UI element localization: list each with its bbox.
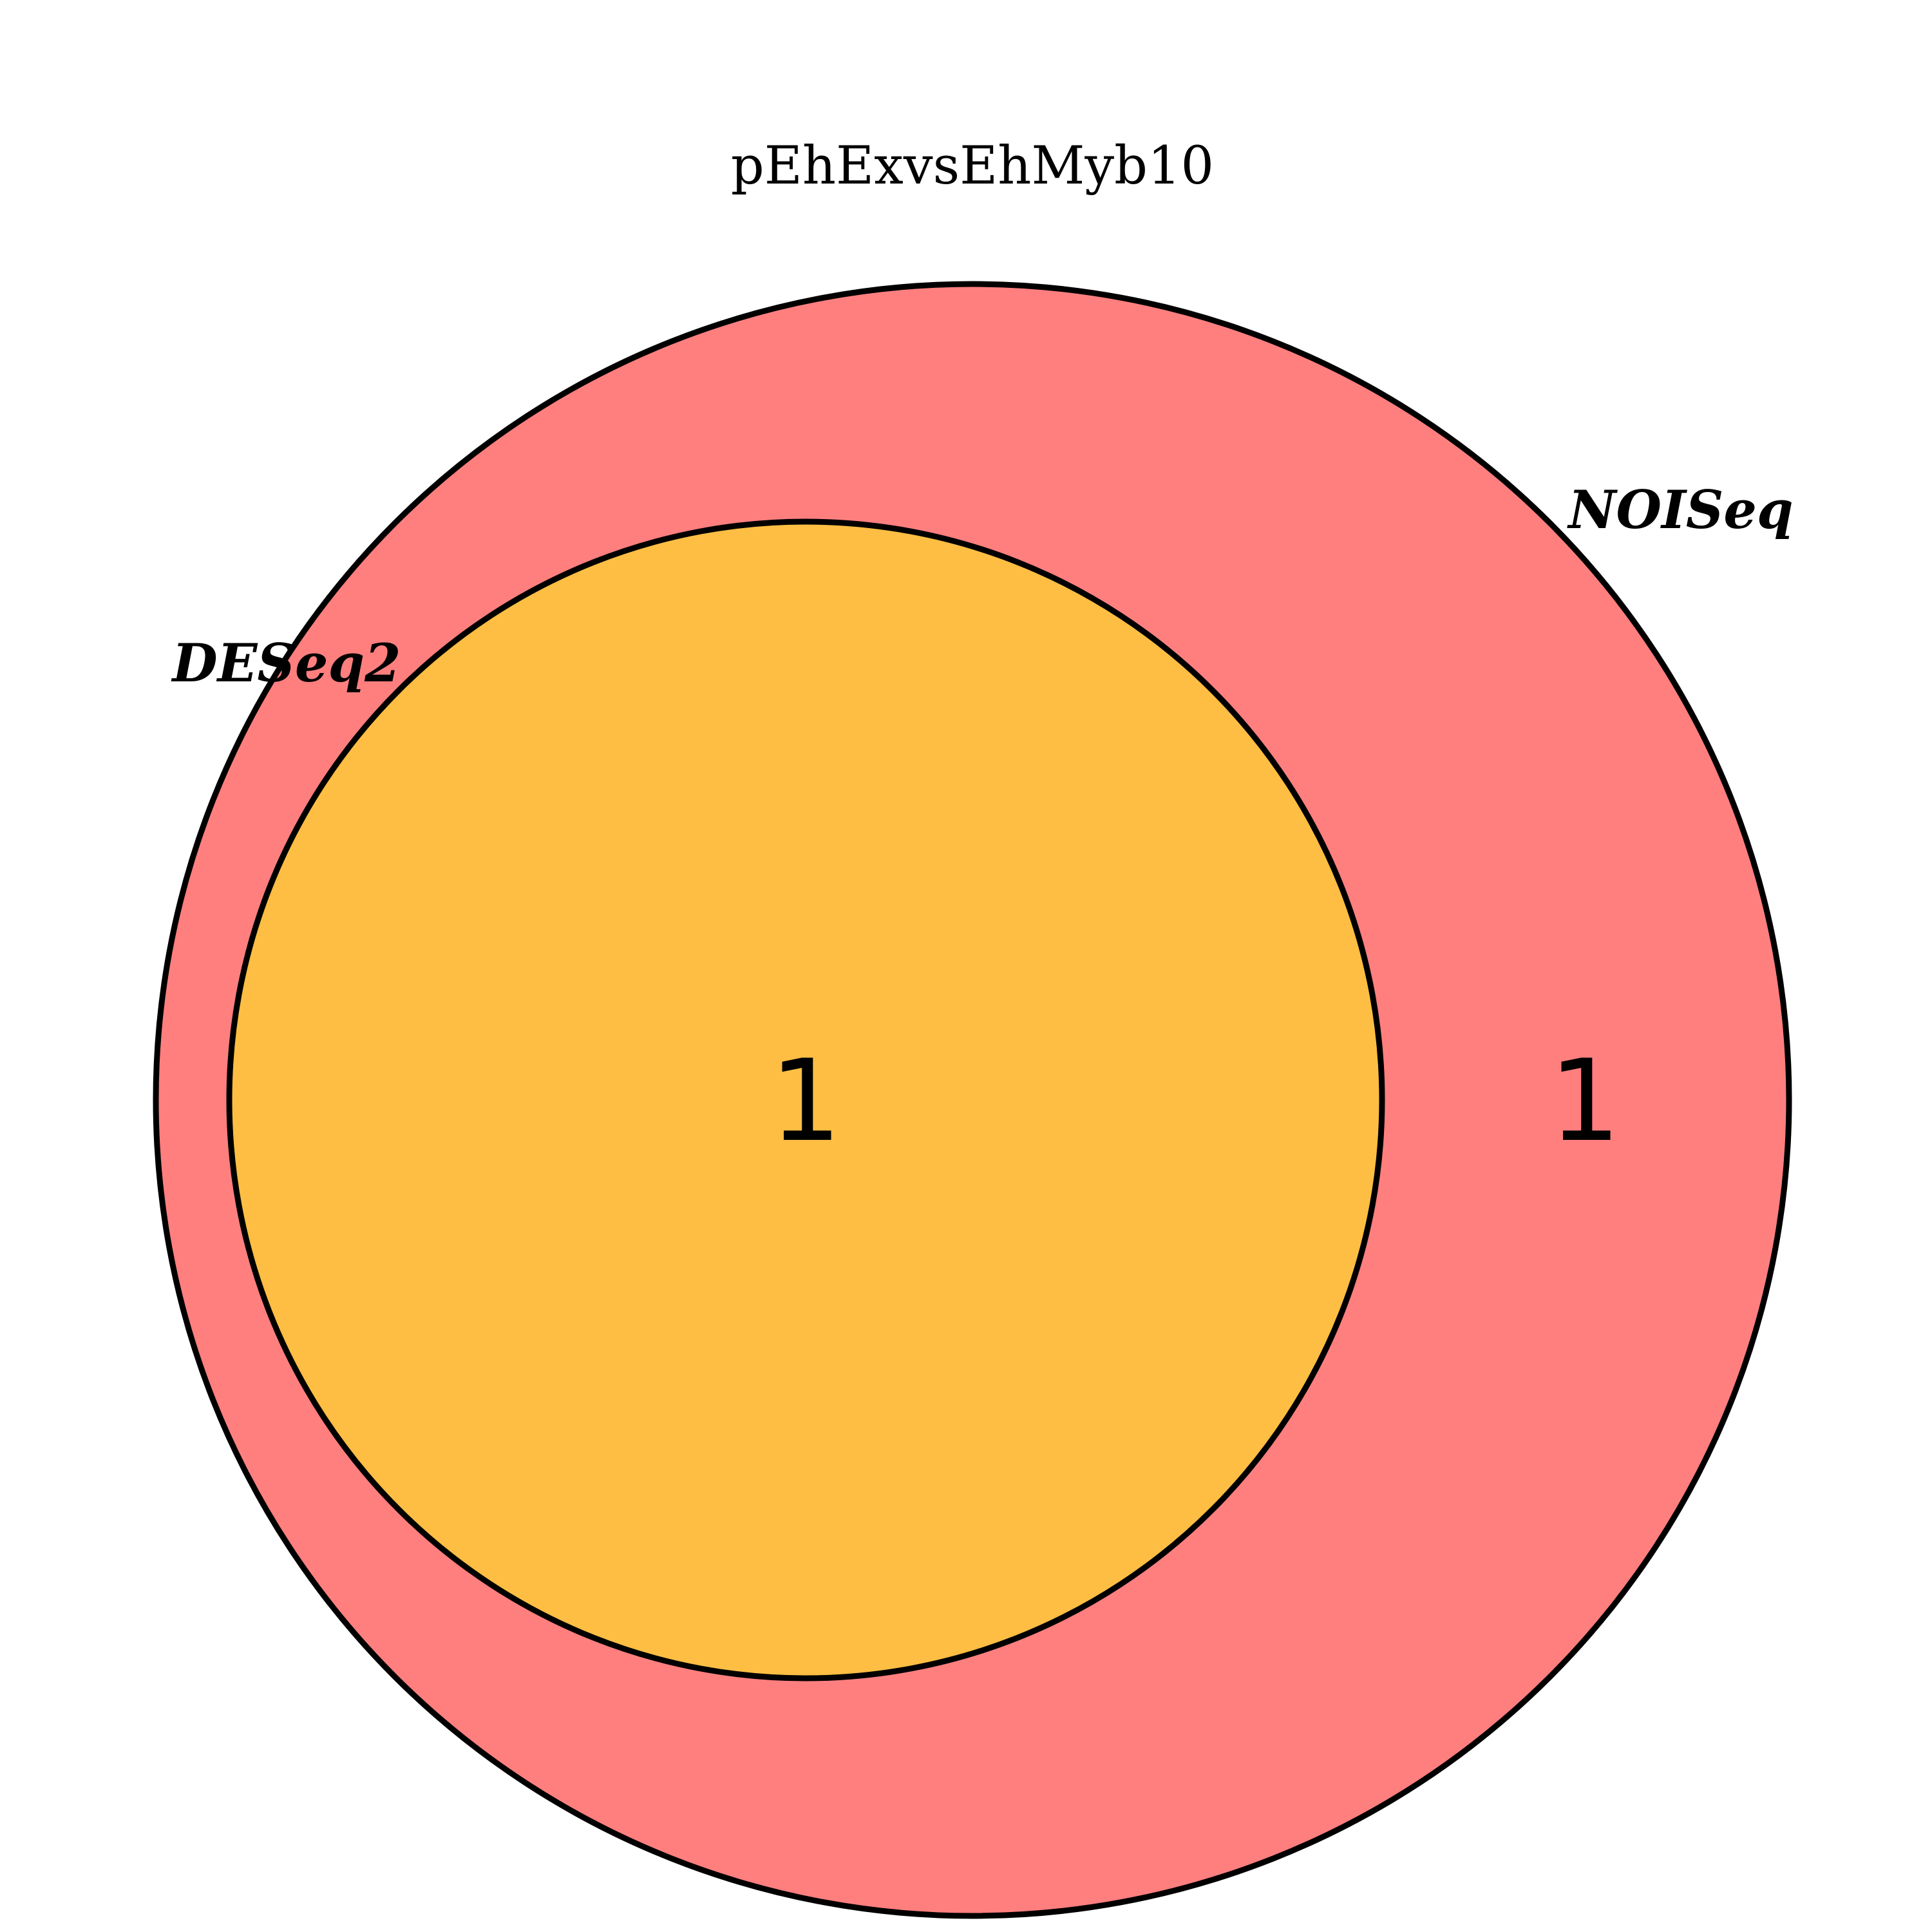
deseq2-label: DESeq2 <box>171 633 401 694</box>
deseq2-circle <box>226 518 1385 1681</box>
noiseq-only-count: 1 <box>1549 1036 1620 1167</box>
noiseq-label: NOISeq <box>1566 480 1793 541</box>
deseq2-and-noiseq-count: 1 <box>770 1036 841 1167</box>
diagram-title: pEhExvsEhMyb10 <box>731 136 1214 196</box>
